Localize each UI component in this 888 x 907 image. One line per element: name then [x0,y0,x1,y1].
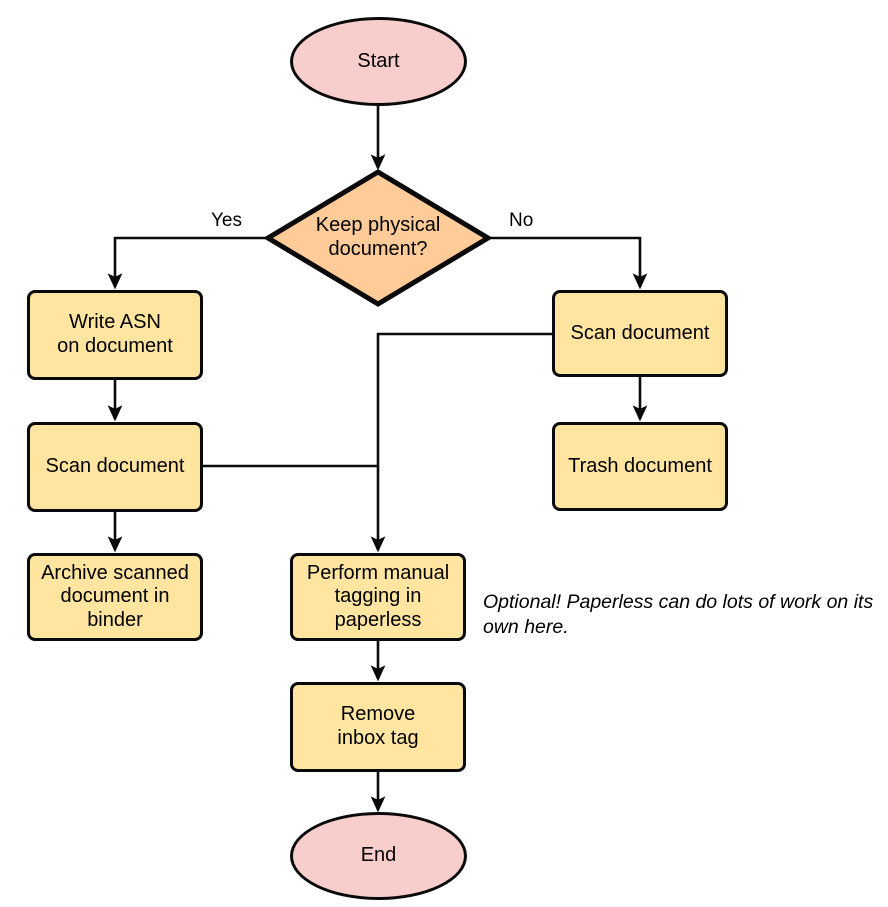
node-remove-inbox-tag[interactable]: Remove inbox tag [290,682,466,772]
node-decision-label: Keep physical document? [315,214,441,260]
edge-decision-yes-to-write-asn [107,236,266,290]
node-start-label: Start [357,49,400,72]
node-archive-in-binder[interactable]: Archive scanned document in binder [27,553,203,641]
node-trash-document[interactable]: Trash document [552,422,728,511]
note-optional-paperless: Optional! Paperless can do lots of work … [483,590,888,641]
note-optional-paperless-text: Optional! Paperless can do lots of work … [483,591,874,639]
node-write-asn[interactable]: Write ASN on document [27,290,203,380]
node-scan-document-right[interactable]: Scan document [552,290,728,377]
node-remove-inbox-tag-label: Remove inbox tag [337,703,419,749]
node-decision-text: Keep physical document? [264,168,492,308]
node-end[interactable]: End [290,812,467,900]
node-archive-in-binder-label: Archive scanned document in binder [41,561,189,631]
node-scan-document-left-label: Scan document [45,455,185,478]
node-scan-document-left[interactable]: Scan document [27,422,203,512]
node-end-label: End [360,844,397,867]
node-trash-document-label: Trash document [568,454,712,477]
node-start[interactable]: Start [290,17,467,106]
edge-label-no-text: No [509,210,534,231]
node-write-asn-label: Write ASN on document [57,311,173,357]
decision-diamond-shape [264,169,492,307]
node-manual-tagging-label: Perform manual tagging in paperless [306,561,450,631]
edge-label-yes-text: Yes [211,210,242,231]
edge-label-yes: Yes [211,210,242,232]
edge-scan-right-to-tagging [370,332,552,553]
node-manual-tagging[interactable]: Perform manual tagging in paperless [290,553,466,641]
edge-decision-no-to-scan-right [490,236,648,290]
node-decision[interactable]: Keep physical document? [264,168,492,308]
node-scan-document-right-label: Scan document [570,321,710,344]
edge-label-no: No [509,210,533,232]
